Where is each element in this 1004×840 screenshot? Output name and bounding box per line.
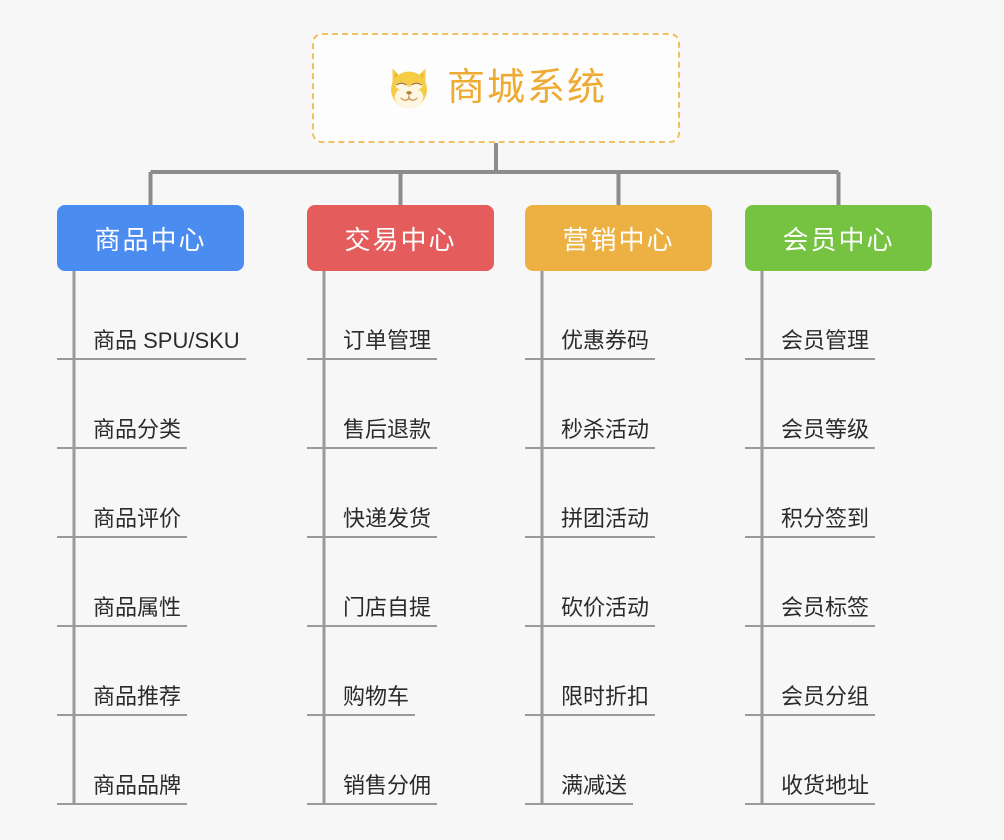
branch-column-4: 会员中心会员管理会员等级积分签到会员标签会员分组收货地址 — [745, 205, 932, 805]
leaf-item[interactable]: 会员管理 — [745, 271, 932, 360]
leaf-item-label: 会员标签 — [745, 597, 876, 627]
leaf-item[interactable]: 销售分佣 — [307, 716, 494, 805]
branch-header-3[interactable]: 营销中心 — [525, 205, 712, 271]
leaf-item-label: 优惠券码 — [525, 330, 656, 360]
leaf-item-label: 积分签到 — [745, 508, 876, 538]
leaf-item[interactable]: 购物车 — [307, 627, 494, 716]
leaf-item[interactable]: 门店自提 — [307, 538, 494, 627]
branch-header-1[interactable]: 商品中心 — [57, 205, 244, 271]
leaf-item-label: 会员管理 — [745, 330, 876, 360]
leaf-item[interactable]: 商品品牌 — [57, 716, 244, 805]
leaf-item-label: 购物车 — [307, 686, 416, 716]
leaf-item[interactable]: 秒杀活动 — [525, 360, 712, 449]
leaf-item[interactable]: 积分签到 — [745, 449, 932, 538]
leaf-item[interactable]: 会员等级 — [745, 360, 932, 449]
leaf-item[interactable]: 满减送 — [525, 716, 712, 805]
leaf-item-label: 门店自提 — [307, 597, 438, 627]
leaf-item-label: 商品分类 — [57, 419, 188, 449]
leaf-item-label: 砍价活动 — [525, 597, 656, 627]
root-node[interactable]: 商城系统 — [312, 33, 680, 143]
branch-column-3: 营销中心优惠券码秒杀活动拼团活动砍价活动限时折扣满减送 — [525, 205, 712, 805]
leaf-item[interactable]: 砍价活动 — [525, 538, 712, 627]
leaf-list-3: 优惠券码秒杀活动拼团活动砍价活动限时折扣满减送 — [525, 271, 712, 805]
leaf-item[interactable]: 售后退款 — [307, 360, 494, 449]
leaf-item[interactable]: 商品属性 — [57, 538, 244, 627]
leaf-item-label: 订单管理 — [307, 330, 438, 360]
leaf-item-label: 秒杀活动 — [525, 419, 656, 449]
branch-header-2[interactable]: 交易中心 — [307, 205, 494, 271]
leaf-item[interactable]: 优惠券码 — [525, 271, 712, 360]
leaf-list-1: 商品 SPU/SKU 商品分类商品评价商品属性商品推荐商品品牌 — [57, 271, 246, 805]
leaf-item-label: 商品品牌 — [57, 775, 188, 805]
root-title: 商城系统 — [446, 67, 607, 109]
leaf-item-label: 售后退款 — [307, 419, 438, 449]
leaf-item-label: 满减送 — [525, 775, 634, 805]
leaf-item-label: 拼团活动 — [525, 508, 656, 538]
leaf-item[interactable]: 会员分组 — [745, 627, 932, 716]
leaf-item[interactable]: 商品 SPU/SKU — [57, 271, 246, 360]
leaf-item-label: 快递发货 — [307, 508, 438, 538]
leaf-item[interactable]: 拼团活动 — [525, 449, 712, 538]
leaf-item-label: 会员等级 — [745, 419, 876, 449]
leaf-item-label: 商品 SPU/SKU — [57, 330, 246, 360]
leaf-item[interactable]: 限时折扣 — [525, 627, 712, 716]
leaf-item[interactable]: 订单管理 — [307, 271, 494, 360]
branch-column-1: 商品中心商品 SPU/SKU 商品分类商品评价商品属性商品推荐商品品牌 — [57, 205, 246, 805]
leaf-list-2: 订单管理售后退款快递发货门店自提购物车销售分佣 — [307, 271, 494, 805]
leaf-item[interactable]: 快递发货 — [307, 449, 494, 538]
leaf-item-label: 商品属性 — [57, 597, 188, 627]
leaf-item-label: 限时折扣 — [525, 686, 656, 716]
leaf-item[interactable]: 收货地址 — [745, 716, 932, 805]
leaf-item[interactable]: 会员标签 — [745, 538, 932, 627]
leaf-item-label: 商品评价 — [57, 508, 188, 538]
leaf-item[interactable]: 商品评价 — [57, 449, 244, 538]
leaf-item-label: 销售分佣 — [307, 775, 438, 805]
branch-column-2: 交易中心订单管理售后退款快递发货门店自提购物车销售分佣 — [307, 205, 494, 805]
leaf-item[interactable]: 商品分类 — [57, 360, 244, 449]
leaf-item-label: 收货地址 — [745, 775, 876, 805]
leaf-item-label: 会员分组 — [745, 686, 876, 716]
shiba-dog-icon — [390, 68, 427, 109]
branch-header-4[interactable]: 会员中心 — [745, 205, 932, 271]
leaf-item[interactable]: 商品推荐 — [57, 627, 244, 716]
leaf-item-label: 商品推荐 — [57, 686, 188, 716]
leaf-list-4: 会员管理会员等级积分签到会员标签会员分组收货地址 — [745, 271, 932, 805]
